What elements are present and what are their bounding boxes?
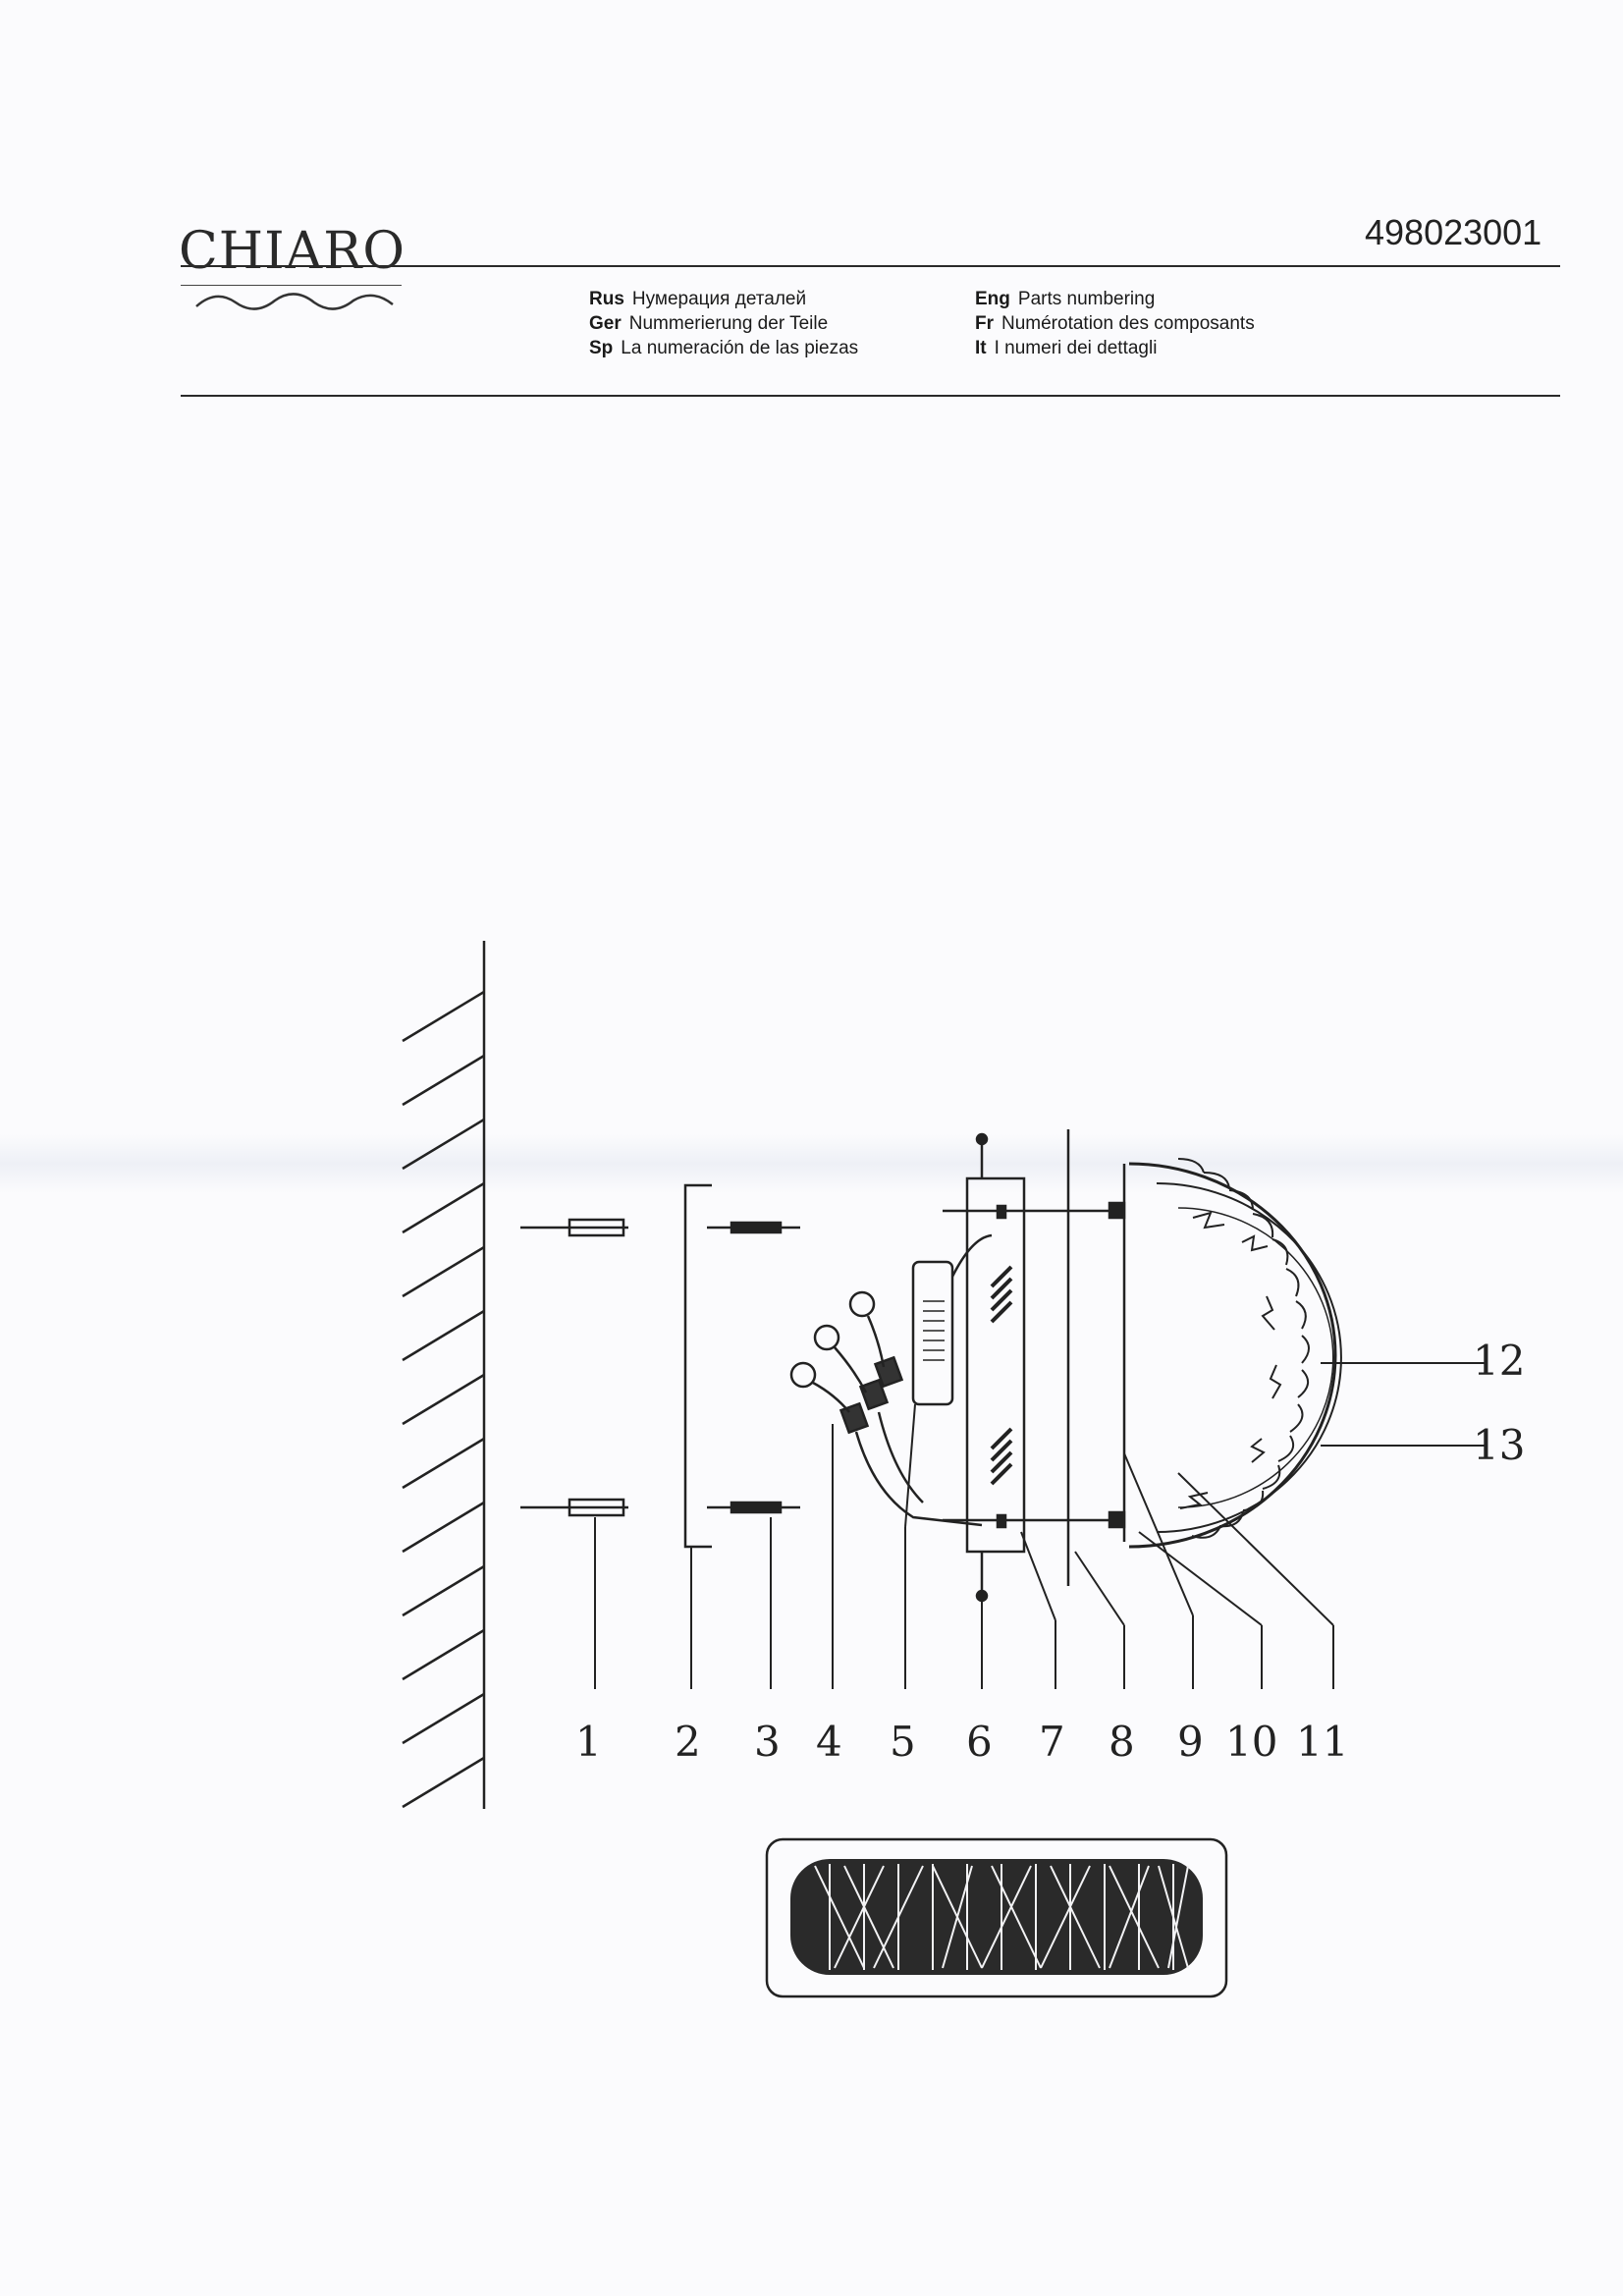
part-number-2: 2 <box>675 1718 701 1766</box>
part-number-13: 13 <box>1473 1421 1525 1469</box>
crystal-shade-front-icon <box>765 1837 1228 1998</box>
part-number-9: 9 <box>1177 1718 1204 1766</box>
driver-icon <box>911 1233 993 1406</box>
part-number-12: 12 <box>1473 1337 1525 1385</box>
screw-icon <box>707 1221 800 1514</box>
part-number-labels: 1 2 3 4 5 6 7 8 9 10 11 12 13 <box>575 1337 1525 1766</box>
lamp-shade-icon <box>1108 1158 1342 1549</box>
header-rule-top <box>181 265 1560 267</box>
part-number-6: 6 <box>966 1718 993 1766</box>
part-number-1: 1 <box>575 1718 602 1766</box>
part-number-8: 8 <box>1109 1718 1135 1766</box>
part-number-4: 4 <box>816 1718 842 1766</box>
part-number-5: 5 <box>890 1718 916 1766</box>
terminal-block-icon <box>789 1290 983 1527</box>
part-number-10: 10 <box>1225 1718 1277 1766</box>
part-number-3: 3 <box>754 1718 781 1766</box>
part-number-11: 11 <box>1296 1718 1348 1766</box>
header-rule-bottom <box>181 395 1560 397</box>
leader-lines <box>594 1362 1488 1689</box>
logo-underline <box>181 285 402 286</box>
part-number-7: 7 <box>1039 1718 1065 1766</box>
dowel-icon <box>520 1218 628 1517</box>
bracket-icon <box>683 1183 712 1549</box>
product-code: 498023001 <box>1365 212 1542 252</box>
mount-plate-icon <box>943 1132 1109 1603</box>
brand-logo: CHIARO <box>179 222 406 281</box>
paper-fold <box>0 1134 1623 1193</box>
wall-hatch-icon <box>402 990 485 1809</box>
